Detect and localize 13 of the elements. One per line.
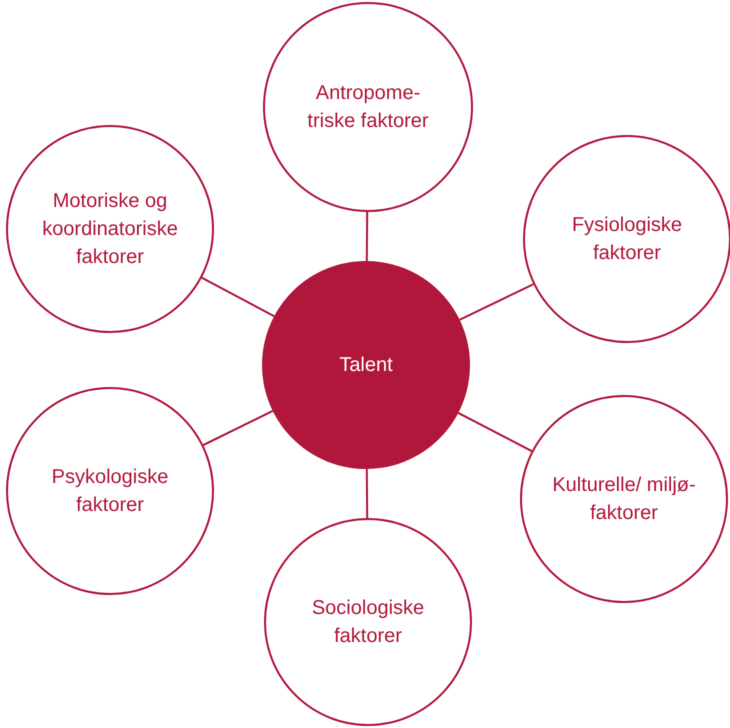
circle-label: Fysiologiske faktorer bbox=[570, 213, 684, 266]
connector-line bbox=[459, 283, 534, 321]
circle-label: Kulturelle/ miljø- faktorer bbox=[551, 473, 697, 526]
connector-line bbox=[366, 212, 368, 262]
connector-line bbox=[458, 412, 532, 452]
connector-line bbox=[201, 276, 275, 318]
connector-line bbox=[202, 410, 274, 446]
circle-label: Psykologiske faktorer bbox=[50, 465, 170, 518]
circle-label: Antropome- triske faktorer bbox=[306, 81, 430, 134]
circle-label: Talent bbox=[338, 353, 394, 378]
circle-label: Motoriske og koordinatoriske faktorer bbox=[41, 189, 179, 270]
connector-line bbox=[366, 468, 368, 518]
circle-label: Sociologiske faktorer bbox=[310, 596, 426, 649]
